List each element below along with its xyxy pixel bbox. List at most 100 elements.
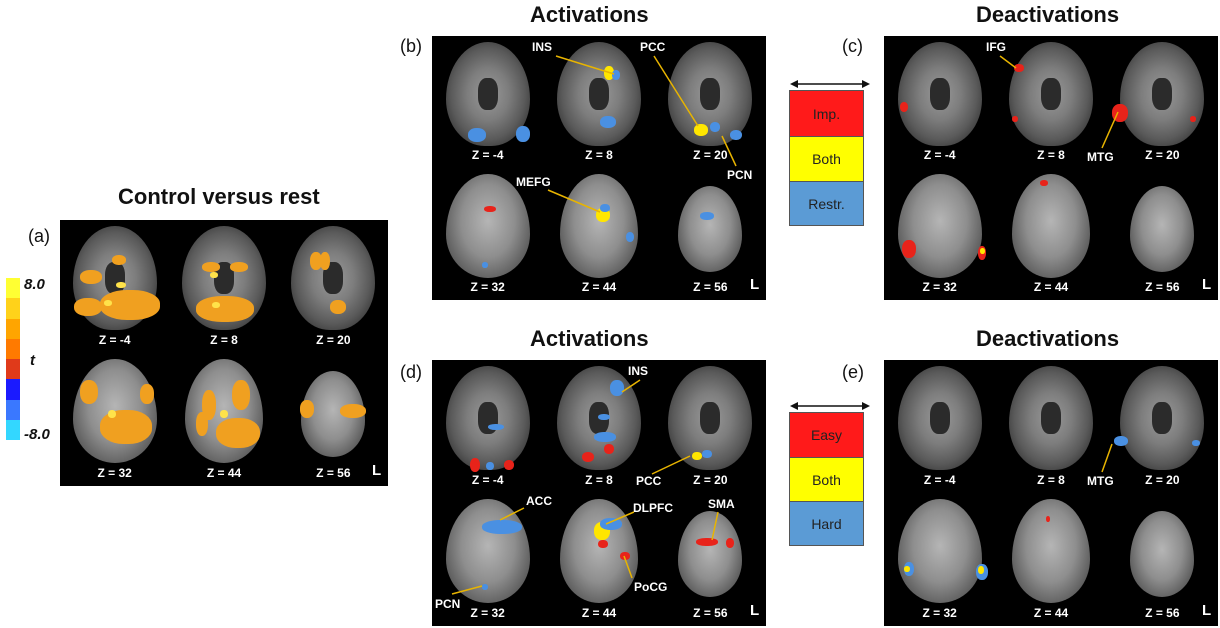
activation-blob: [978, 566, 984, 574]
legend-top-item-0: Imp.: [790, 91, 863, 136]
orientation-mark-c: L: [1202, 276, 1212, 293]
activation-blob: [594, 432, 616, 442]
activation-blob: [482, 262, 488, 268]
brain-slice-e-5: [1130, 511, 1195, 597]
activation-blob: [220, 410, 228, 418]
activation-blob: [104, 300, 112, 306]
anno-d-ins: INS: [628, 364, 649, 378]
legend-bottom-item-1: Both: [790, 457, 863, 501]
activation-blob: [120, 295, 142, 311]
slice-label: Z = -4: [923, 148, 956, 162]
activation-blob: [1040, 180, 1048, 186]
brain-slice-e-4: [1012, 499, 1090, 603]
colorbar-min-label: -8.0: [24, 426, 50, 443]
title-control-vs-rest: Control versus rest: [118, 184, 320, 209]
brain-slice-b-3: [445, 174, 530, 278]
activation-blob: [904, 566, 910, 572]
slice-label: Z = -4: [471, 473, 504, 487]
activation-blob: [604, 444, 614, 454]
activation-blob: [470, 458, 480, 472]
legend-top: Imp. Both Restr.: [789, 90, 864, 226]
activation-blob: [486, 462, 494, 470]
activation-blob: [212, 302, 220, 308]
ventricle: [589, 78, 609, 110]
anno-e-mtg: MTG: [1087, 474, 1114, 488]
anno-b-pcn: PCN: [727, 168, 753, 182]
activation-blob: [196, 296, 254, 322]
slice-label: Z = 32: [97, 466, 132, 480]
activation-blob: [1192, 440, 1200, 446]
title-deactivations-bottom: Deactivations: [976, 326, 1120, 351]
activation-blob: [726, 538, 734, 548]
activation-blob: [600, 204, 610, 212]
legend-bottom-item-2: Hard: [790, 501, 863, 545]
activation-blob: [600, 116, 616, 128]
activation-blob: [692, 452, 702, 460]
anno-d-sma: SMA: [708, 497, 735, 511]
slice-label: Z = 20: [1145, 473, 1180, 487]
activation-blob: [612, 70, 620, 80]
panel-label-d: (d): [400, 362, 422, 382]
title-activations-top: Activations: [530, 2, 649, 27]
slice-label: Z = 32: [470, 606, 505, 620]
anno-b-pcc: PCC: [640, 40, 666, 54]
anno-d-dlpfc: DLPFC: [633, 501, 673, 515]
activation-blob: [210, 272, 218, 278]
anno-c-ifg: IFG: [986, 40, 1006, 54]
activation-blob: [1046, 516, 1050, 522]
activation-blob: [216, 418, 260, 448]
title-activations-bottom: Activations: [530, 326, 649, 351]
activation-blob: [1190, 116, 1196, 122]
ventricle: [700, 78, 721, 110]
orientation-mark-b: L: [750, 276, 760, 293]
brain-slice-b-0: [445, 42, 530, 146]
activation-blob: [582, 452, 594, 462]
activation-blob: [598, 540, 608, 548]
activation-blob: [202, 262, 220, 272]
ventricle: [1041, 402, 1061, 434]
colorbar-max-label: 8.0: [24, 276, 45, 293]
activation-blob: [112, 255, 126, 265]
activation-blob: [1014, 64, 1024, 72]
activation-blob: [340, 404, 366, 418]
ventricle: [477, 78, 498, 110]
slice-label: Z = 32: [922, 606, 957, 620]
slice-label: Z = -4: [923, 473, 956, 487]
slice-label: Z = 20: [693, 473, 728, 487]
slice-label: Z = 32: [922, 280, 957, 294]
activation-blob: [108, 410, 116, 418]
brain-slice-c-0: [897, 42, 982, 146]
activation-blob: [202, 390, 216, 420]
activation-blob: [900, 102, 908, 112]
anno-d-pocg: PoCG: [634, 580, 668, 594]
slice-label: Z = 44: [581, 280, 617, 294]
slice-label: Z = -4: [98, 333, 131, 347]
ventricle: [1152, 78, 1173, 110]
activation-blob: [700, 212, 714, 220]
anno-d-pcc: PCC: [636, 474, 662, 488]
double-arrow-icon-bottom: [790, 402, 870, 410]
activation-blob: [232, 380, 250, 410]
activation-blob: [696, 538, 718, 546]
activation-blob: [116, 282, 126, 288]
activation-blob: [484, 206, 496, 212]
slice-label: Z = 8: [210, 333, 238, 347]
brain-slice-e-0: [897, 366, 982, 470]
brain-slice-c-5: [1130, 186, 1195, 272]
brain-slice-d-5: [678, 511, 743, 597]
slice-label: Z = 56: [693, 280, 728, 294]
activation-blob: [74, 298, 102, 316]
brain-slice-c-4: [1012, 174, 1090, 278]
activation-blob: [1112, 104, 1128, 122]
activation-blob: [1012, 116, 1018, 122]
brain-slice-e-2: [1120, 366, 1205, 470]
ventricle: [1041, 78, 1061, 110]
anno-d-acc: ACC: [526, 494, 552, 508]
activation-blob: [694, 124, 708, 136]
activation-blob: [902, 240, 916, 258]
brain-slice-c-3: [897, 174, 982, 278]
activation-blob: [330, 300, 346, 314]
double-arrow-icon: [790, 80, 870, 88]
activation-blob: [300, 400, 314, 418]
legend-bottom: Easy Both Hard: [789, 412, 864, 546]
